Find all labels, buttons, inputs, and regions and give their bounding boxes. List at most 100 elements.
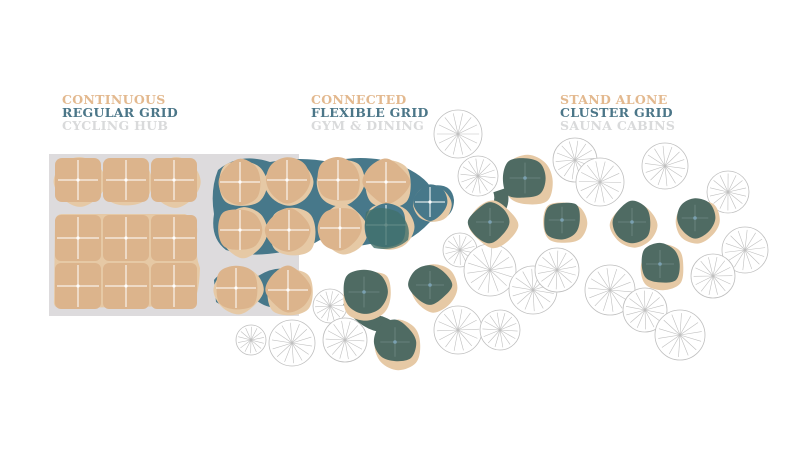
tree-branch bbox=[452, 236, 461, 251]
tree-branch bbox=[679, 322, 699, 336]
label-continuous: CONTINUOUS REGULAR GRID CYCLING HUB bbox=[62, 93, 178, 132]
grid-node bbox=[658, 262, 662, 266]
tree-icon bbox=[463, 243, 517, 297]
tree-branch bbox=[712, 260, 726, 277]
tree-branch bbox=[695, 275, 714, 285]
tree-branch bbox=[626, 309, 646, 316]
tree-branch bbox=[727, 180, 743, 193]
tree-branch bbox=[744, 249, 753, 270]
tree-branch bbox=[327, 339, 346, 348]
tree-branch bbox=[599, 173, 620, 183]
tree-branch bbox=[712, 275, 726, 292]
tree-branch bbox=[477, 159, 484, 177]
tree-branch bbox=[679, 334, 702, 342]
tree-branch bbox=[581, 172, 601, 183]
tree-branch bbox=[744, 238, 763, 251]
tree-branch bbox=[574, 140, 579, 161]
tree-branch bbox=[319, 294, 331, 307]
tree-branch bbox=[556, 152, 576, 161]
tree-branch bbox=[329, 305, 341, 318]
tree-branch bbox=[291, 329, 308, 344]
tree-icon bbox=[641, 142, 689, 190]
tree-branch bbox=[316, 305, 331, 314]
tree-branch bbox=[713, 180, 729, 193]
tree-branch bbox=[489, 266, 513, 271]
tree-branch bbox=[484, 321, 501, 331]
tree-layer bbox=[235, 109, 769, 367]
tree-branch bbox=[438, 321, 459, 331]
tree-branch bbox=[325, 338, 346, 341]
tree-branch bbox=[489, 269, 512, 278]
tree-branch bbox=[556, 269, 576, 276]
tree-branch bbox=[462, 166, 479, 177]
grid-node bbox=[336, 178, 340, 182]
tree-branch bbox=[712, 267, 731, 277]
gym-dining-flexible-grid bbox=[212, 156, 454, 316]
tree-branch bbox=[477, 163, 491, 177]
tree-branch bbox=[453, 133, 459, 155]
tree-branch bbox=[291, 342, 303, 361]
tree-branch bbox=[599, 165, 614, 183]
tree-branch bbox=[664, 159, 685, 167]
grid-node bbox=[172, 178, 176, 182]
tree-branch bbox=[679, 334, 689, 356]
tree-branch bbox=[537, 269, 558, 274]
tree-branch bbox=[339, 339, 346, 359]
tree-branch bbox=[594, 289, 611, 307]
tree-branch bbox=[724, 249, 746, 253]
tree-icon bbox=[584, 264, 636, 316]
tree-branch bbox=[276, 342, 293, 357]
label-stand-alone-program: SAUNA CABINS bbox=[560, 118, 676, 133]
grid-node bbox=[428, 283, 432, 287]
grid-node bbox=[286, 288, 290, 292]
tree-branch bbox=[588, 287, 611, 291]
tree-branch bbox=[344, 325, 359, 341]
tree-branch bbox=[344, 339, 365, 342]
tree-branch bbox=[555, 159, 576, 162]
tree-branch bbox=[709, 191, 729, 197]
tree-branch bbox=[725, 243, 746, 251]
tree-branch bbox=[477, 169, 495, 177]
tree-branch bbox=[578, 181, 601, 183]
grid-node bbox=[693, 216, 697, 220]
gym-unit bbox=[365, 208, 409, 249]
tree-branch bbox=[589, 289, 611, 299]
tree-branch bbox=[457, 329, 478, 339]
tree-branch bbox=[708, 275, 714, 296]
label-continuous-type: CONTINUOUS bbox=[62, 92, 166, 107]
grid-node bbox=[384, 180, 388, 184]
tree-icon bbox=[534, 247, 580, 293]
tree-branch bbox=[558, 159, 576, 170]
tree-branch bbox=[563, 159, 576, 177]
tree-branch bbox=[459, 240, 472, 251]
tree-branch bbox=[489, 269, 507, 286]
tree-branch bbox=[599, 181, 622, 183]
tree-branch bbox=[489, 250, 502, 271]
tree-branch bbox=[489, 257, 510, 271]
tree-branch bbox=[538, 264, 558, 271]
tree-branch bbox=[654, 148, 666, 167]
tree-branch bbox=[331, 339, 346, 355]
tree-branch bbox=[444, 117, 459, 135]
tree-branch bbox=[457, 133, 463, 155]
tree-branch bbox=[329, 298, 344, 307]
tree-branch bbox=[661, 334, 681, 348]
grid-node bbox=[76, 284, 80, 288]
tree-branch bbox=[556, 269, 565, 288]
label-stand-alone-type: STAND ALONE bbox=[560, 92, 668, 107]
tree-branch bbox=[344, 332, 363, 341]
grid-node bbox=[124, 284, 128, 288]
tree-branch bbox=[625, 306, 646, 311]
tree-branch bbox=[532, 289, 554, 294]
grid-node bbox=[234, 286, 238, 290]
tree-branch bbox=[532, 289, 535, 312]
tree-branch bbox=[457, 113, 463, 135]
tree-branch bbox=[609, 289, 614, 312]
tree-branch bbox=[344, 339, 363, 350]
tree-branch bbox=[482, 328, 501, 331]
tree-icon bbox=[433, 109, 483, 159]
tree-branch bbox=[727, 191, 743, 204]
tree-branch bbox=[445, 329, 459, 348]
tree-branch bbox=[556, 250, 559, 271]
tree-branch bbox=[457, 329, 473, 347]
